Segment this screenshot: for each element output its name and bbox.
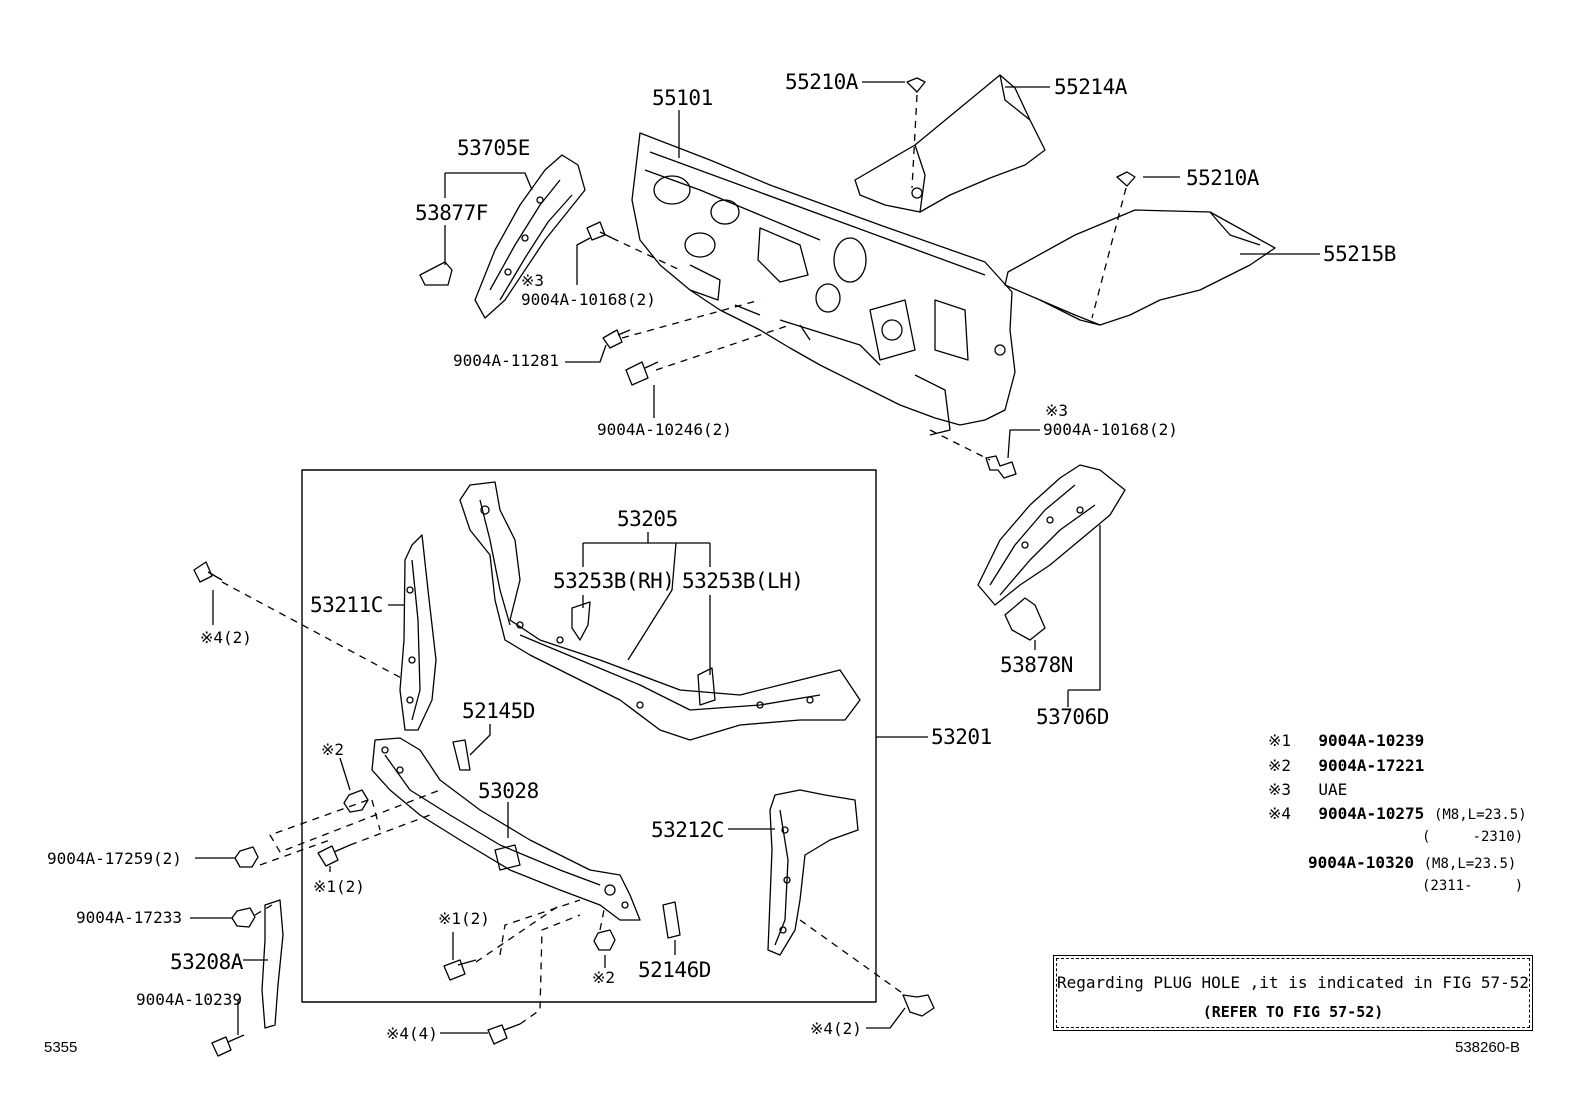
label-bolt-11281: 9004A-11281 <box>453 351 559 370</box>
note-line-2: (REFER TO FIG 57-52) <box>1202 1003 1384 1021</box>
label-53212C: 53212C <box>651 818 724 842</box>
apron-53706D <box>977 464 1126 606</box>
label-nut-17233: 9004A-17233 <box>76 908 182 927</box>
lower-support-53028 <box>371 737 641 921</box>
legend-text: UAE <box>1318 780 1348 799</box>
label-55210A-right: 55210A <box>1186 166 1259 190</box>
label-53201: 53201 <box>931 725 992 749</box>
legend-row-6: 9004A-10320 (M8,L=23.5) <box>1308 853 1517 872</box>
label-53211C: 53211C <box>310 593 383 617</box>
subassembly-box-53201 <box>301 469 877 1003</box>
legend-text: 9004A-10320 <box>1308 853 1414 872</box>
legend-text: 9004A-10239 <box>1318 731 1425 750</box>
label-52146D: 52146D <box>638 958 711 982</box>
plug-hole-note: Regarding PLUG HOLE ,it is indicated in … <box>1053 955 1533 1031</box>
label-55101: 55101 <box>652 86 713 110</box>
label-bolt-10246: 9004A-10246(2) <box>597 420 732 439</box>
silencer-55215B <box>1004 209 1276 326</box>
note-line-1: Regarding PLUG HOLE ,it is indicated in … <box>1057 973 1530 992</box>
label-53877F: 53877F <box>415 201 488 225</box>
legend-row-3: ※3 UAE <box>1268 782 1347 798</box>
dash-panel-55101 <box>631 132 1016 436</box>
side-support-53211C <box>399 534 437 731</box>
label-55210A-top: 55210A <box>785 70 858 94</box>
label-52145D: 52145D <box>462 699 535 723</box>
legend-row-5: ( -2310) <box>1422 829 1524 845</box>
silencer-55214A <box>854 74 1046 213</box>
label-55214A: 55214A <box>1054 75 1127 99</box>
bracket-53878N <box>1004 597 1046 641</box>
figure-id: 538260-B <box>1455 1039 1521 1056</box>
page-number-left: 5355 <box>44 1039 78 1056</box>
legend-mark: ※2 <box>1268 756 1292 775</box>
label-note2-upper: ※2 <box>321 740 345 759</box>
legend-row-2: ※2 9004A-17221 <box>1268 758 1424 774</box>
bracket-52146D <box>662 901 681 939</box>
label-bolt-10168-left: 9004A-10168(2) <box>521 290 656 309</box>
leader-lines <box>190 81 1320 1035</box>
label-53205: 53205 <box>617 507 678 531</box>
legend-text: 9004A-10275 <box>1318 804 1425 823</box>
label-53253B-lh: 53253B(LH) <box>682 569 804 593</box>
legend-row-1: ※1 9004A-10239 <box>1268 733 1424 749</box>
label-note4-right: ※4(2) <box>810 1019 862 1038</box>
legend-mark: ※4 <box>1268 804 1292 823</box>
bracket-53253B-lh <box>697 667 716 706</box>
upper-support-53205 <box>459 481 861 741</box>
legend-spec: (M8,L=23.5) <box>1433 807 1527 823</box>
legend-row-4: ※4 9004A-10275 (M8,L=23.5) <box>1268 804 1527 823</box>
side-support-53212C <box>767 789 859 956</box>
bracket-53253B-rh <box>571 601 591 641</box>
bracket-52145D <box>452 739 471 771</box>
legend-row-7: (2311- ) <box>1422 878 1524 894</box>
label-note4-bottom: ※4(4) <box>386 1024 438 1043</box>
label-53705E: 53705E <box>457 136 530 160</box>
label-53028: 53028 <box>478 779 539 803</box>
label-53878N: 53878N <box>1000 653 1073 677</box>
label-note4-left: ※4(2) <box>200 628 252 647</box>
note3-mark-right: ※3 <box>1045 401 1069 420</box>
label-53208A: 53208A <box>170 950 243 974</box>
bolt-icons <box>193 77 1136 1057</box>
brace-53208A <box>261 899 284 1029</box>
label-note1-lower-left: ※1(2) <box>313 877 365 896</box>
label-nut-17259: 9004A-17259(2) <box>47 849 182 868</box>
label-note2-lower: ※2 <box>592 968 616 987</box>
legend-mark: ※3 <box>1268 780 1292 799</box>
legend-mark: ※1 <box>1268 731 1292 750</box>
legend-spec: (M8,L=23.5) <box>1423 856 1517 872</box>
label-53706D: 53706D <box>1036 705 1109 729</box>
dashed-lines <box>221 94 1127 1025</box>
label-bolt-10239: 9004A-10239 <box>136 990 242 1009</box>
legend-text: 9004A-17221 <box>1318 756 1425 775</box>
bracket-53877F <box>419 261 453 286</box>
label-55215B: 55215B <box>1323 242 1396 266</box>
apron-53705E <box>474 154 586 319</box>
note3-mark-left: ※3 <box>521 271 545 290</box>
label-bolt-10168-right: 9004A-10168(2) <box>1043 420 1178 439</box>
label-53253B-rh: 53253B(RH) <box>553 569 675 593</box>
label-note1-middle: ※1(2) <box>438 909 490 928</box>
